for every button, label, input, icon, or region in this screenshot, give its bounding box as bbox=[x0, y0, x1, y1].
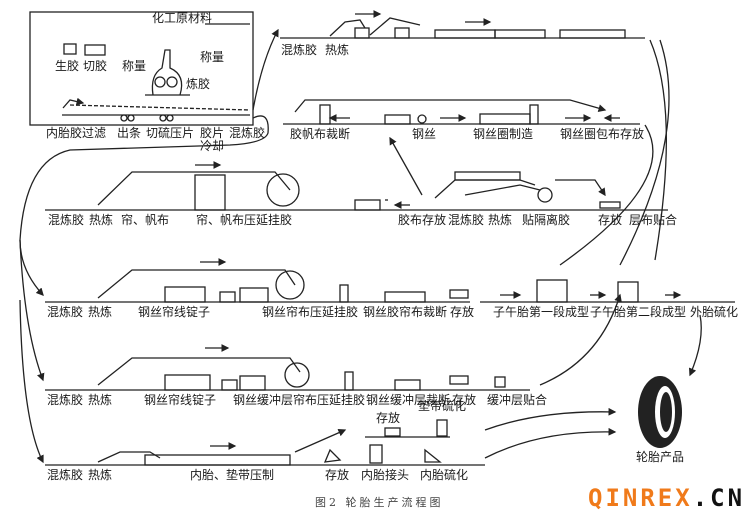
r6-4: 内胎接头 bbox=[361, 468, 410, 482]
r6b-1: 垫带硫化 bbox=[418, 399, 467, 413]
r6-0: 混炼胶 bbox=[47, 468, 84, 482]
r6-3: 存放 bbox=[325, 468, 350, 482]
label-raw-rubber: 生胶 bbox=[55, 59, 80, 73]
r4-5: 存放 bbox=[450, 305, 475, 319]
r4-1: 热炼 bbox=[88, 305, 113, 319]
label-strip: 出条 bbox=[117, 126, 142, 140]
r4-6: 子午胎第一段成型 bbox=[493, 305, 590, 319]
r6-1: 热炼 bbox=[88, 468, 113, 482]
r5-0: 混炼胶 bbox=[47, 393, 84, 407]
r3-4: 胶布存放 bbox=[398, 213, 447, 227]
r3-7: 贴隔离胶 bbox=[522, 213, 571, 227]
r5-5: 存放 bbox=[452, 393, 477, 407]
r2-0: 胶帆布裁断 bbox=[290, 127, 351, 141]
r2-1: 钢丝 bbox=[412, 127, 437, 141]
watermark-logo: QINREX.CN bbox=[588, 484, 746, 512]
r3-1: 热炼 bbox=[89, 213, 114, 227]
r2-3: 钢丝圈包布存放 bbox=[560, 127, 645, 141]
r4-4: 钢丝胶帘布裁断 bbox=[363, 305, 448, 319]
label-sheet-press: 切硫压片 bbox=[146, 126, 195, 140]
r4-0: 混炼胶 bbox=[47, 305, 84, 319]
label-inner-tube-filter: 内胎胶过滤 bbox=[46, 126, 107, 140]
r1-compound: 混炼胶 bbox=[281, 43, 318, 57]
mixing-box-title: 化工原材料 bbox=[152, 11, 213, 25]
r4-8: 外胎硫化 bbox=[690, 305, 739, 319]
r3-6: 热炼 bbox=[488, 213, 513, 227]
product-label: 轮胎产品 bbox=[636, 450, 685, 464]
r5-6: 缓冲层贴合 bbox=[487, 393, 548, 407]
tire-icon bbox=[638, 376, 682, 448]
r4-2: 钢丝帘线锭子 bbox=[138, 305, 211, 319]
label-sheet: 胶片 bbox=[200, 126, 225, 140]
label-cut-rubber: 切胶 bbox=[83, 59, 108, 73]
r3-3: 帘、帆布压延挂胶 bbox=[196, 213, 293, 227]
r5-4: 钢丝缓冲层裁断 bbox=[366, 393, 451, 407]
r1-warm: 热炼 bbox=[325, 43, 350, 57]
r6-2: 内胎、垫带压制 bbox=[190, 468, 275, 482]
r3-2: 帘、帆布 bbox=[121, 213, 170, 227]
label-compound: 混炼胶 bbox=[229, 126, 266, 140]
r6-5: 内胎硫化 bbox=[420, 468, 469, 482]
r2-2: 钢丝圈制造 bbox=[473, 127, 534, 141]
r5-1: 热炼 bbox=[88, 393, 113, 407]
r4-7: 子午胎第二段成型 bbox=[590, 305, 687, 319]
r5-3: 钢丝缓冲层帘布压延挂胶 bbox=[233, 393, 366, 407]
r6b-0: 存放 bbox=[376, 411, 401, 425]
r4-3: 钢丝帘布压延挂胶 bbox=[262, 305, 359, 319]
r3-0: 混炼胶 bbox=[48, 213, 85, 227]
r5-2: 钢丝帘线锭子 bbox=[144, 393, 217, 407]
r3-8: 存放 bbox=[598, 213, 623, 227]
figure-caption: 图2 轮胎生产流程图 bbox=[315, 496, 444, 509]
label-weigh-1: 称量 bbox=[122, 59, 147, 73]
r3-9: 层布贴合 bbox=[629, 213, 678, 227]
mixing-box-frame bbox=[29, 11, 254, 126]
label-weigh-2: 称量 bbox=[200, 50, 225, 64]
r3-5: 混炼胶 bbox=[448, 213, 485, 227]
label-cooling: 冷却 bbox=[200, 139, 225, 153]
label-mixing: 炼胶 bbox=[186, 77, 211, 91]
